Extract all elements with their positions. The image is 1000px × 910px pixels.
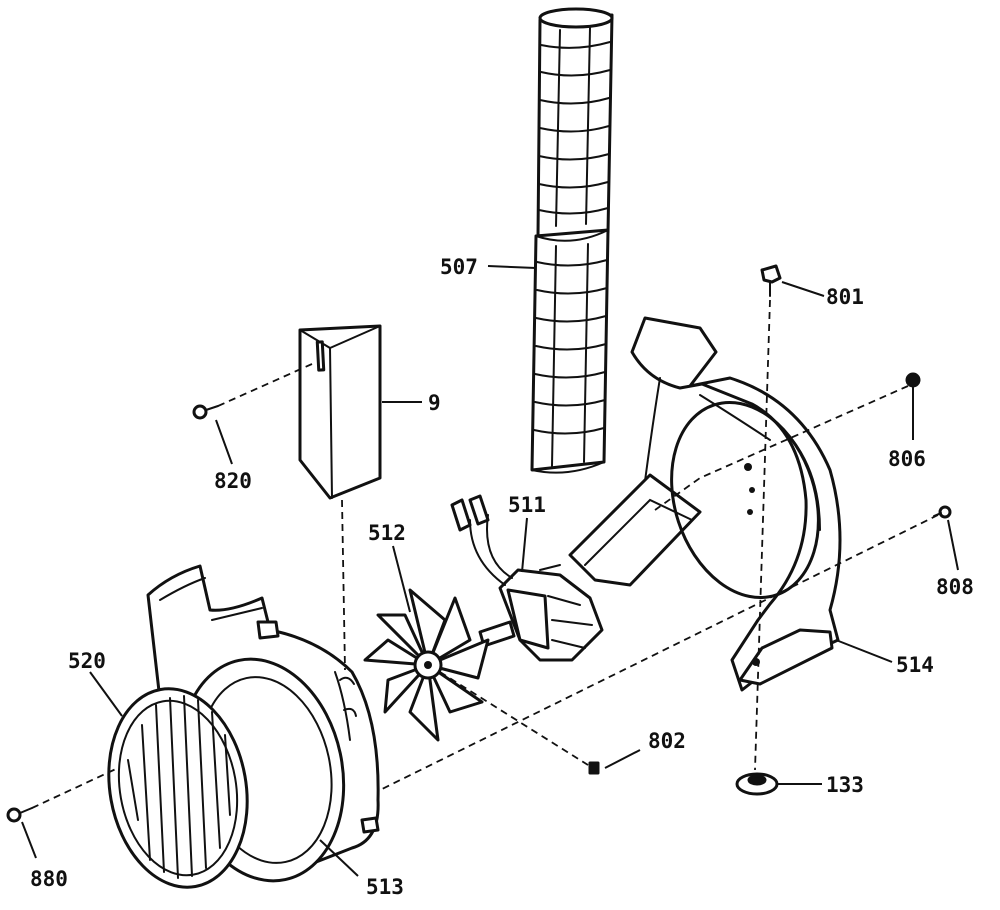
clip xyxy=(588,761,600,775)
callout-513: 513 xyxy=(366,875,404,899)
bracket xyxy=(298,324,382,500)
grille xyxy=(107,687,249,889)
callout-801: 801 xyxy=(826,285,864,309)
callout-514: 514 xyxy=(896,653,934,677)
alignment-lines xyxy=(31,299,939,809)
callout-9: 9 xyxy=(428,391,441,415)
screw-bracket xyxy=(192,404,219,420)
fan-blade xyxy=(363,588,490,742)
screw-top xyxy=(760,264,782,297)
duct-tube xyxy=(530,7,614,474)
callout-820: 820 xyxy=(214,469,252,493)
callout-133: 133 xyxy=(826,773,864,797)
grommet xyxy=(735,772,779,796)
callout-808: 808 xyxy=(936,575,974,599)
callout-507: 507 xyxy=(440,255,478,279)
callout-511: 511 xyxy=(508,493,546,517)
nut-right xyxy=(905,372,921,388)
callout-806: 806 xyxy=(888,447,926,471)
motor xyxy=(450,494,604,662)
motor-mount-frame xyxy=(568,316,842,692)
callout-512: 512 xyxy=(368,521,406,545)
callout-880: 880 xyxy=(30,867,68,891)
callout-802: 802 xyxy=(648,729,686,753)
screw-grille xyxy=(6,807,33,823)
leader-lines xyxy=(21,265,959,877)
callout-520: 520 xyxy=(68,649,106,673)
